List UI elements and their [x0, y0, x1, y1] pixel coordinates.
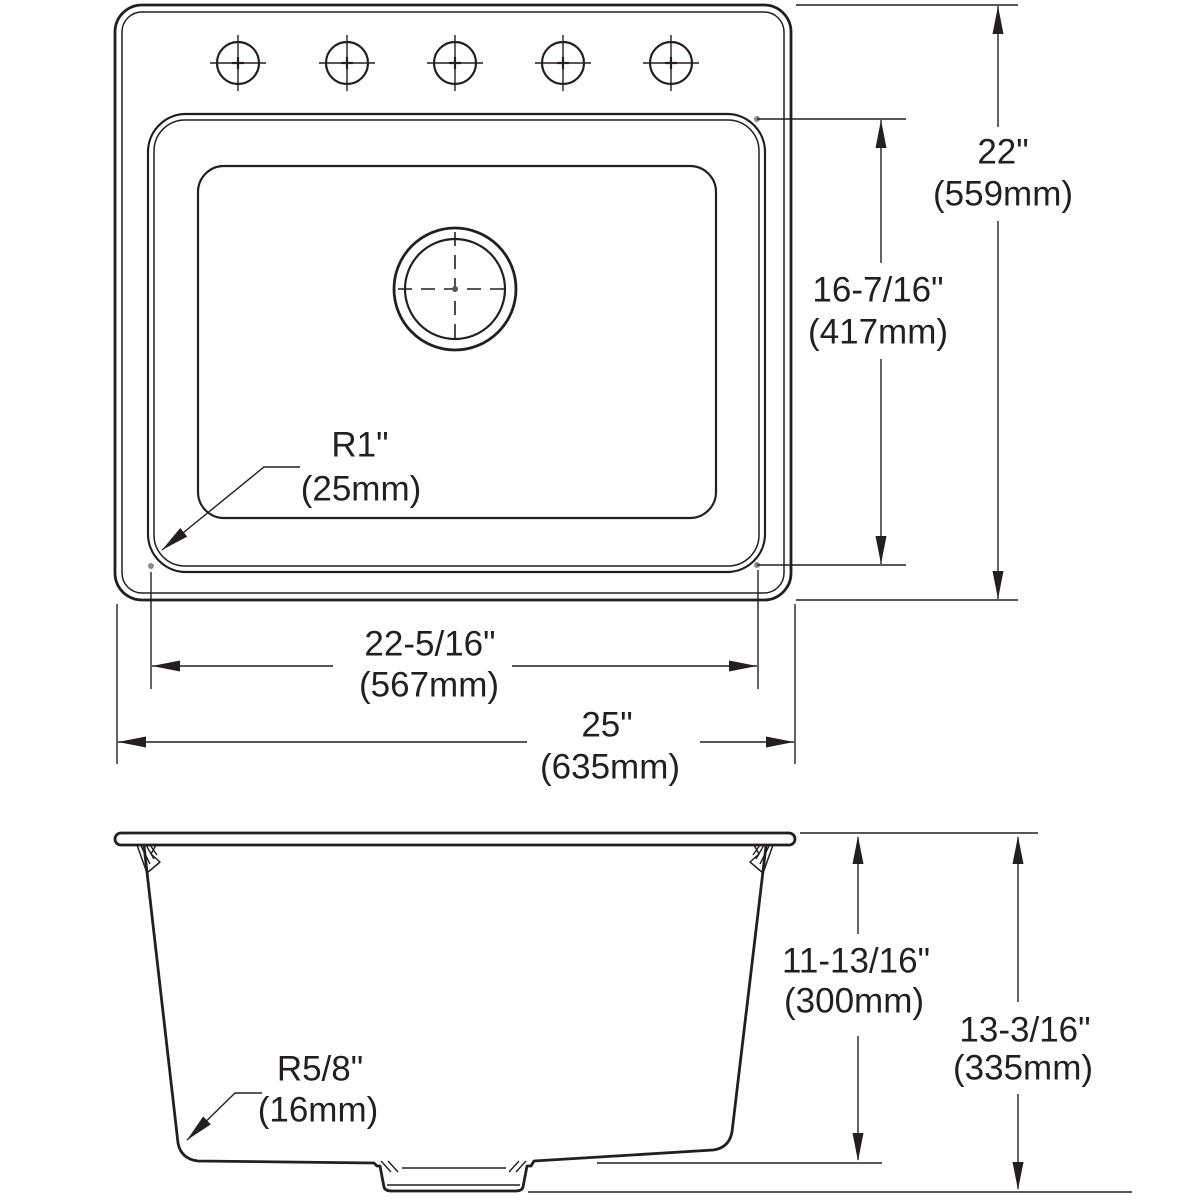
callout-corner-radius: R1" (25mm) [161, 426, 422, 551]
dim-label-inches: 13-3/16" [959, 1011, 1090, 1050]
arrowhead-up [852, 836, 864, 864]
deck-inner-edge [121, 11, 785, 594]
radius-label-inches: R1" [331, 426, 388, 465]
arrowhead-left [118, 736, 146, 748]
sink-side-view [113, 831, 797, 1193]
dim-label-mm: (300mm) [784, 982, 924, 1021]
break-tick [508, 1160, 520, 1173]
arrowhead-right [766, 736, 794, 748]
break-tick [515, 1160, 527, 1173]
callout-bottom-radius: R5/8" (16mm) [186, 1050, 379, 1141]
clip-hatch [145, 844, 155, 860]
dim-label-inches: 11-13/16" [782, 942, 930, 981]
clip-hatch [149, 844, 158, 856]
dim-label-mm: (335mm) [953, 1049, 1093, 1088]
bowl-bottom-edge [196, 164, 718, 520]
break-tick [380, 1160, 392, 1173]
deck-rim-profile [113, 831, 797, 847]
dim-label-inches: 22" [977, 133, 1028, 172]
faucet-hole-2 [319, 35, 375, 91]
dim-label-inches: 22-5/16" [364, 625, 495, 664]
faucet-hole-3 [427, 35, 483, 91]
arrowhead-up [1012, 836, 1024, 864]
faucet-hole-4 [535, 35, 591, 91]
dim-overall-width: 25" (635mm) [116, 604, 796, 787]
dim-label-inches: 25" [581, 706, 632, 745]
arrowhead-up [875, 120, 887, 148]
dim-label-mm: (635mm) [540, 748, 680, 787]
radius-label-inches: R5/8" [277, 1050, 363, 1089]
faucet-hole-1 [210, 35, 266, 91]
mounting-clip-right [749, 844, 774, 874]
clip-hatch [752, 844, 761, 856]
dim-overall-height: 13-3/16" (335mm) [528, 836, 1132, 1193]
drain-center-point [452, 286, 458, 292]
bowl-profile [142, 844, 768, 1193]
dim-label-inches: 16-7/16" [812, 271, 943, 310]
arrowhead-up [992, 6, 1004, 34]
dim-label-mm: (559mm) [933, 175, 1073, 214]
arrowhead-down [852, 1133, 864, 1161]
clip-hatch [140, 845, 151, 865]
drain-boss [380, 1160, 527, 1186]
side-view-dimensions: 11-13/16" (300mm) 13-3/16" (335mm) R5/8"… [186, 832, 1132, 1193]
bowl-rim-inner [153, 119, 760, 567]
mounting-clip-left [136, 844, 161, 874]
sink-top-view [113, 3, 793, 602]
bowl-rim-outer [146, 112, 767, 574]
drain-opening [392, 226, 518, 352]
leader-arrowhead [162, 528, 188, 550]
deck-outer-edge [113, 3, 793, 602]
drain-outer-circle [392, 226, 518, 352]
dim-bowl-depth: 16-7/16" (417mm) [757, 118, 948, 566]
top-view-dimensions: 22" (559mm) 16-7/16" (417mm) R1" (25mm) [116, 4, 1073, 787]
dim-bowl-width: 22-5/16" (567mm) [150, 570, 759, 705]
break-tick [387, 1160, 399, 1173]
clip-hatch [755, 844, 765, 860]
arrowhead-left [152, 660, 180, 672]
faucet-hole-5 [643, 35, 699, 91]
arrowhead-down [875, 536, 887, 564]
dim-label-mm: (567mm) [359, 666, 499, 705]
radius-label-mm: (16mm) [258, 1091, 379, 1130]
leader-line [161, 466, 300, 551]
radius-label-mm: (25mm) [301, 470, 422, 509]
dim-overall-depth: 22" (559mm) [796, 4, 1073, 601]
leader-arrowhead [187, 1116, 211, 1140]
arrowhead-right [729, 660, 757, 672]
dim-label-mm: (417mm) [808, 313, 948, 352]
dim-inner-depth: 11-13/16" (300mm) [597, 836, 930, 1164]
rim-corner-point-bottom-left [148, 563, 154, 569]
leader-line [186, 1092, 262, 1141]
arrowhead-down [1012, 1162, 1024, 1190]
faucet-holes [210, 35, 699, 91]
clip-hatch [759, 845, 770, 865]
arrowhead-down [992, 571, 1004, 599]
